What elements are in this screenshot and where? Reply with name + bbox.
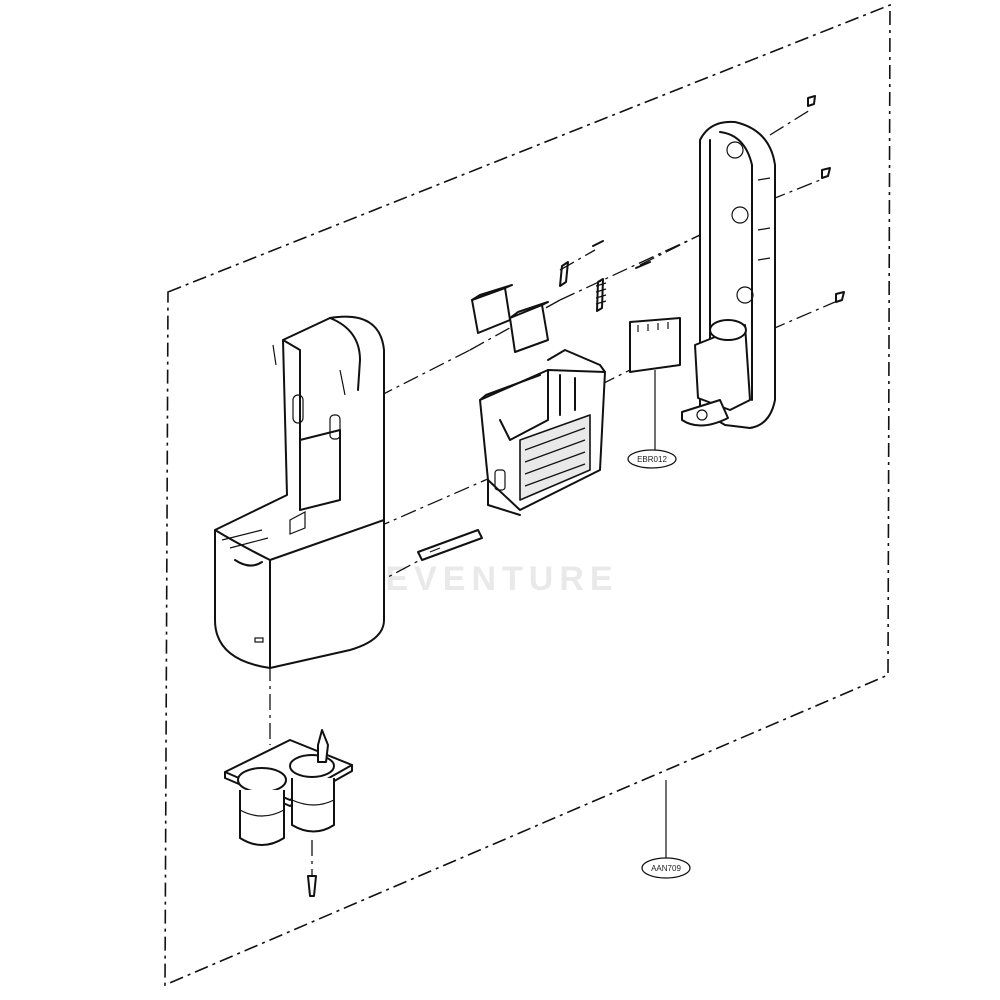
rear-cover xyxy=(681,120,776,429)
callout-plate-label: EBR012 xyxy=(637,455,667,464)
rear-screws xyxy=(807,95,845,303)
middle-bracket xyxy=(479,349,606,516)
callout-panel-label: AAN709 xyxy=(651,864,681,873)
panel-boundary xyxy=(164,3,891,987)
main-housing xyxy=(214,315,385,669)
callout-plate: EBR012 xyxy=(627,449,677,469)
micro-switches xyxy=(471,284,549,353)
flat-key-plate xyxy=(417,529,483,561)
nozzle-cup-assembly xyxy=(224,729,353,897)
springs-and-screws xyxy=(559,240,651,312)
flat-plate xyxy=(629,317,681,450)
callout-panel: AAN709 xyxy=(641,780,691,879)
